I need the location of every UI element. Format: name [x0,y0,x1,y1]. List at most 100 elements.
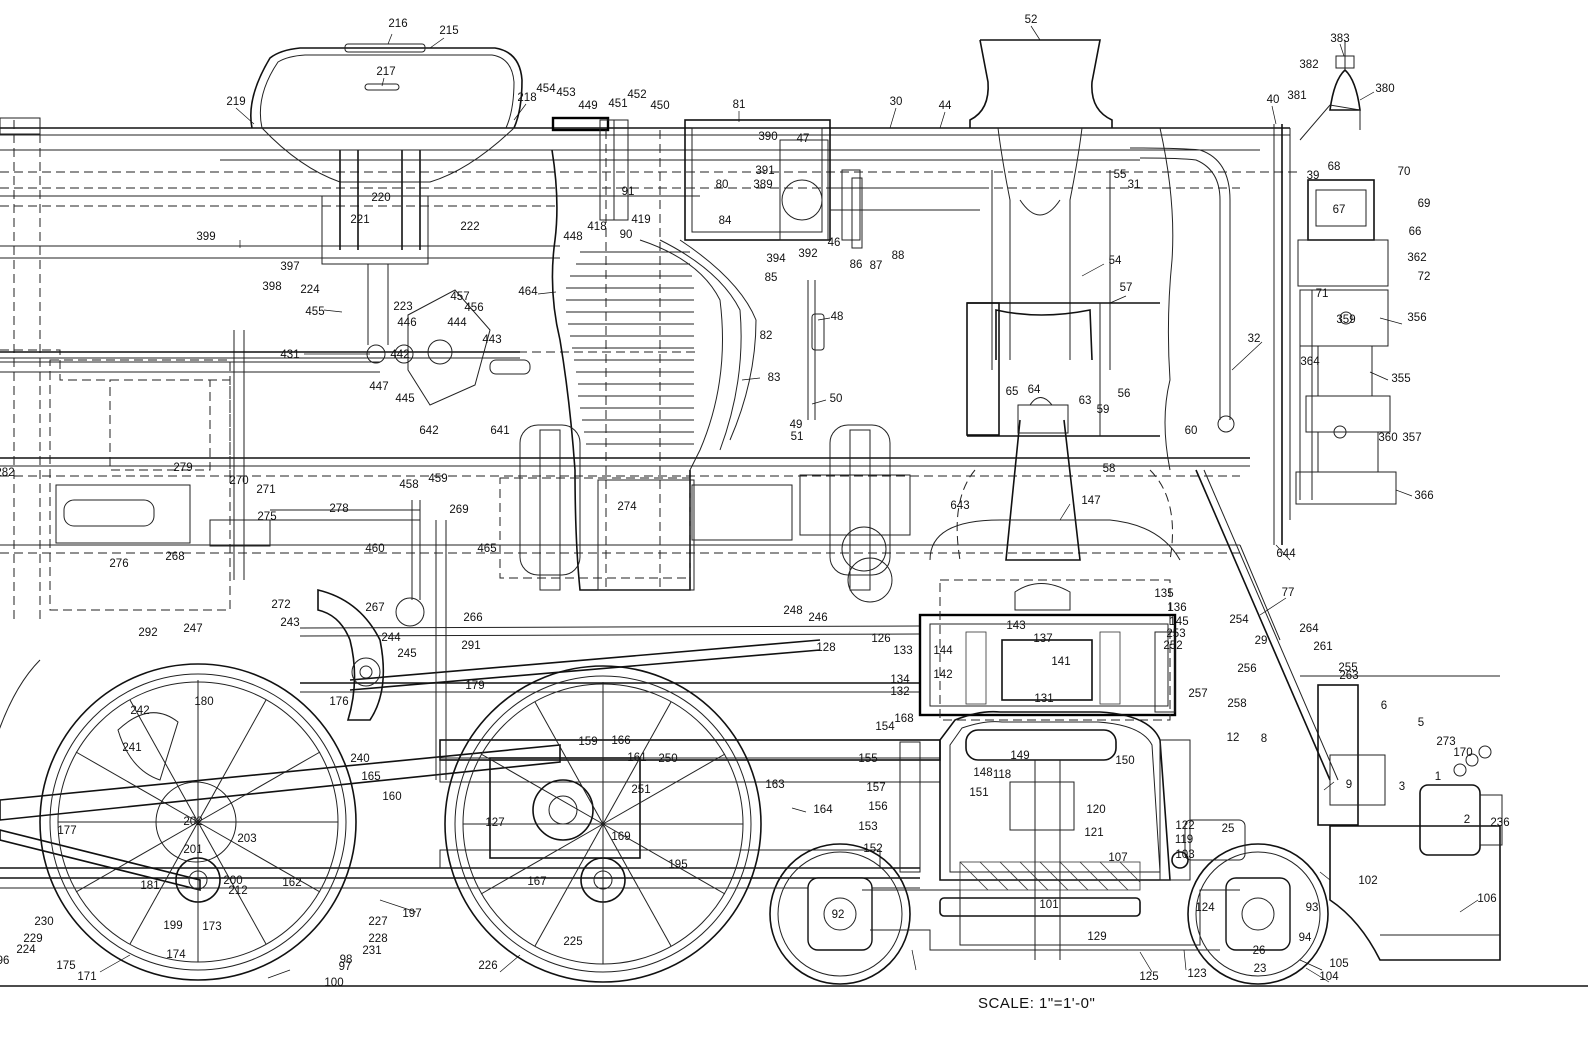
callout-label: 227 [368,916,387,928]
callout-label: 270 [229,475,248,487]
callout-label: 51 [791,431,804,443]
callout-label: 177 [57,825,76,837]
callout-label: 452 [627,89,646,101]
callout-label: 255 [1338,662,1357,674]
callout-label: 48 [831,311,844,323]
callout-label: 381 [1287,90,1306,102]
callout-label: 174 [166,949,186,961]
callout-label: 268 [165,551,184,563]
callout-label: 55 [1114,169,1127,181]
callout-label: 273 [1436,736,1455,748]
callout-label: 8 [1261,733,1267,745]
callout-label: 264 [1299,623,1319,635]
callout-label: 149 [1010,750,1029,762]
callout-label: 105 [1329,958,1348,970]
callout-label: 98 [340,954,353,966]
callout-label: 278 [329,503,348,515]
callout-label: 267 [365,602,384,614]
callout-label: 90 [620,229,633,241]
callout-label: 31 [1128,179,1141,191]
callout-label: 180 [194,696,213,708]
callout-label: 166 [611,735,630,747]
callout-label: 54 [1109,255,1122,267]
callout-label: 143 [1006,620,1025,632]
callout-label: 279 [173,462,192,474]
callout-label: 118 [993,769,1011,781]
callout-label: 154 [875,721,895,733]
callout-label: 642 [419,425,438,437]
callout-label: 254 [1229,614,1249,626]
callout-label: 66 [1409,226,1422,238]
callout-label: 119 [1175,834,1193,846]
callout-label: 123 [1187,968,1206,980]
callout-label: 230 [34,916,53,928]
callout-label: 92 [832,909,845,921]
callout-label: 356 [1407,312,1426,324]
callout-label: 394 [766,253,786,265]
callout-label: 222 [460,221,479,233]
callout-label: 176 [329,696,348,708]
callout-label: 460 [365,543,384,555]
callout-label: 223 [393,301,412,313]
callout-label: 217 [376,66,395,78]
callout-label: 84 [719,215,732,227]
callout-label: 155 [858,753,877,765]
callout-label: 124 [1195,902,1215,914]
callout-label: 175 [56,960,75,972]
callout-label: 126 [871,633,890,645]
callout-label: 134 [890,674,910,686]
callout-label: 165 [361,771,380,783]
callout-label: 50 [830,393,843,405]
frame-and-rods [0,500,1503,961]
callout-label: 60 [1185,425,1198,437]
callout-label: 65 [1006,386,1019,398]
callout-label: 224 [16,944,36,956]
callout-label: 163 [765,779,784,791]
callout-label: 271 [256,484,275,496]
callout-label: 161 [627,752,646,764]
callout-label: 457 [450,291,469,303]
air-pump [1295,40,1397,505]
callout-label: 12 [1227,732,1240,744]
callout-label: 137 [1033,633,1052,645]
callout-label: 197 [402,908,421,920]
callout-label: 170 [1453,747,1472,759]
callout-label: 152 [863,843,882,855]
callout-label: 448 [563,231,582,243]
callout-label: 46 [828,237,841,249]
callout-label: 135 [1154,588,1173,600]
callout-label: 120 [1086,804,1105,816]
callout-label: 68 [1328,161,1341,173]
callout-label: 355 [1391,373,1410,385]
callout-label: 246 [808,612,827,624]
callout-label: 454 [536,83,556,95]
callout-label: 256 [1237,663,1256,675]
callout-label: 63 [1079,395,1092,407]
callout-label: 25 [1222,823,1235,835]
scale-note: SCALE: 1"=1'-0" [978,995,1095,1012]
callout-label: 200 [223,875,242,887]
callout-label: 263 [1339,670,1358,682]
callout-label: 58 [1103,463,1116,475]
callout-label: 244 [381,632,401,644]
callout-label: 240 [350,753,369,765]
callout-label: 88 [892,250,905,262]
callout-label: 6 [1381,700,1387,712]
callout-label: 86 [850,259,863,271]
callout-label: 357 [1402,432,1421,444]
callout-label: 261 [1313,641,1332,653]
callout-label: 219 [226,96,245,108]
callout-label: 144 [933,645,953,657]
callout-label: 127 [485,817,504,829]
callout-label: 70 [1398,166,1411,178]
callout-label: 266 [463,612,482,624]
callout-label: 52 [1025,14,1038,26]
callout-label: 26 [1253,945,1266,957]
callout-label: 282 [0,467,15,479]
callout-label: 153 [858,821,877,833]
callout-label: 447 [369,381,388,393]
callout-label: 87 [870,260,883,272]
callout-label: 431 [280,349,299,361]
